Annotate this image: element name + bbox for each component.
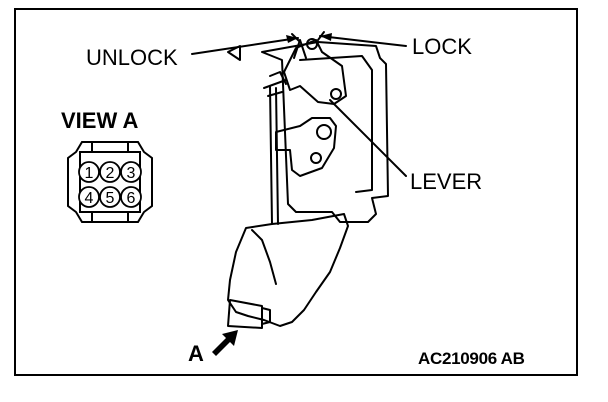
lever-label: LEVER bbox=[410, 169, 483, 194]
rod-clip bbox=[263, 71, 287, 97]
arrow-a-label: A bbox=[188, 341, 204, 366]
cam-hole-small bbox=[310, 152, 322, 164]
pedal-edge bbox=[251, 229, 277, 285]
pin-3: 3 bbox=[127, 165, 136, 182]
lever-top-pivot bbox=[306, 38, 318, 50]
pin-1: 1 bbox=[85, 165, 94, 182]
cam-hole bbox=[316, 124, 332, 140]
back-plate bbox=[261, 41, 389, 223]
view-a-arrow bbox=[212, 330, 238, 356]
unlock-label: UNLOCK bbox=[86, 45, 178, 70]
pin-4: 4 bbox=[85, 190, 94, 207]
pin-6: 6 bbox=[127, 190, 136, 207]
connector-stub bbox=[227, 299, 263, 329]
cam-plate bbox=[275, 117, 337, 177]
figure-frame bbox=[14, 8, 578, 376]
lock-label: LOCK bbox=[412, 34, 472, 59]
pedal-body bbox=[227, 213, 349, 327]
rod bbox=[269, 85, 279, 225]
figure-code: AC210906 AB bbox=[418, 349, 525, 368]
pin-5: 5 bbox=[106, 190, 115, 207]
lever-pivot bbox=[330, 88, 342, 100]
view-a-label: VIEW A bbox=[61, 108, 139, 133]
lock-leader bbox=[319, 35, 407, 47]
unlock-leader bbox=[191, 37, 299, 55]
lever bbox=[283, 39, 347, 105]
connector-pins bbox=[78, 161, 142, 208]
lever-leader bbox=[329, 99, 407, 177]
pin-2: 2 bbox=[106, 165, 115, 182]
back-plate-inner bbox=[299, 55, 373, 193]
